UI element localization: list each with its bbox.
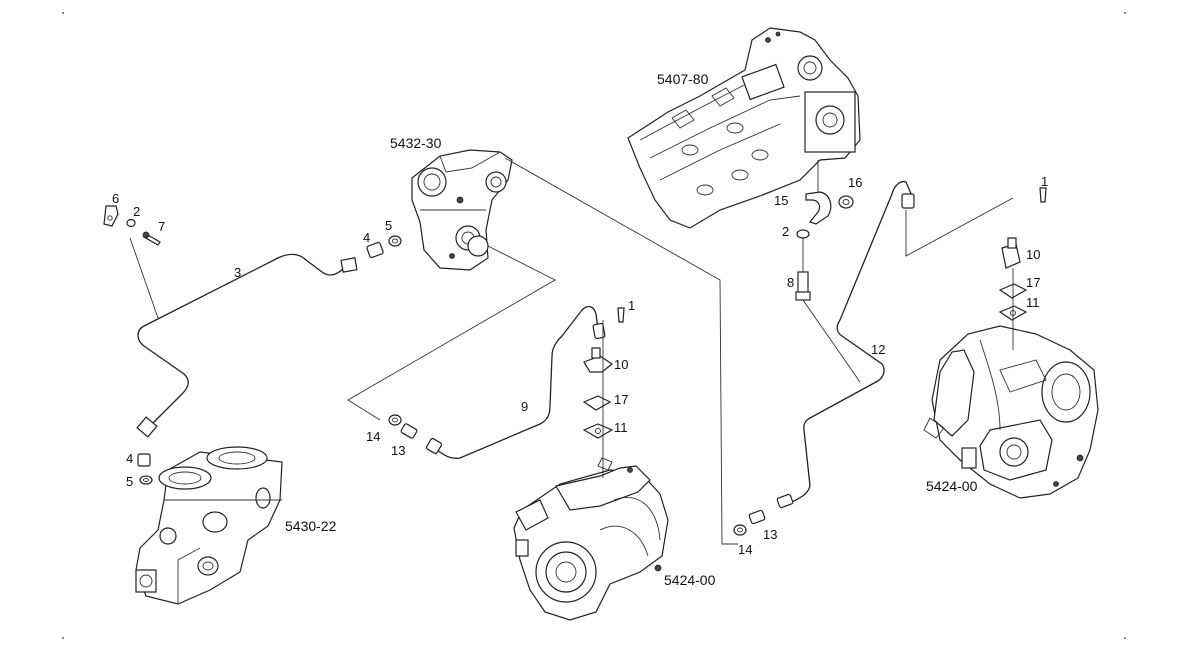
callout-11-center: 11 (614, 420, 628, 435)
callout-1-right: 1 (1041, 174, 1048, 189)
assembly-label-5430-22: 5430-22 (285, 518, 337, 534)
filter-housing-5430-22 (135, 446, 283, 605)
callout-3: 3 (234, 265, 241, 280)
pipe-9 (425, 305, 606, 459)
pipe-3 (136, 253, 358, 438)
stack-1-10-17-11-center (582, 307, 625, 439)
bracket-6-bolt-7 (103, 205, 161, 246)
callout-9: 9 (521, 399, 528, 414)
fittings-13-14-right (733, 509, 766, 536)
callout-15: 15 (774, 193, 788, 208)
callout-5-upper: 5 (385, 218, 392, 233)
assembly-label-5424-00-right: 5424-00 (926, 478, 978, 494)
callout-6: 6 (112, 191, 119, 206)
callout-16: 16 (848, 175, 862, 190)
corner-marks (62, 12, 1126, 639)
callout-11-right: 11 (1026, 295, 1040, 310)
callout-4-lower: 4 (126, 451, 133, 466)
fitting-4-5-left-lower (137, 453, 153, 485)
turbocharger-right-5424-00 (923, 325, 1099, 499)
callout-4-upper: 4 (363, 230, 370, 245)
assembly-label-5424-00-center: 5424-00 (664, 572, 716, 588)
leader-lines (129, 157, 1014, 545)
manifold-5432-30 (411, 149, 513, 271)
fitting-4-5-left-upper (366, 235, 402, 259)
callout-10-right: 10 (1026, 247, 1040, 262)
assembly-label-5407-80: 5407-80 (657, 71, 709, 87)
callout-12: 12 (871, 342, 885, 357)
callout-1-center: 1 (628, 298, 635, 313)
assembly-label-5432-30: 5432-30 (390, 135, 442, 151)
callout-13-right: 13 (763, 527, 777, 542)
callout-5-lower: 5 (126, 474, 133, 489)
fittings-13-14-center (388, 414, 418, 439)
callout-14-right: 14 (738, 542, 752, 557)
callout-17-center: 17 (614, 392, 628, 407)
callout-13-center: 13 (391, 443, 405, 458)
callout-2-right: 2 (782, 224, 789, 239)
clamp-15-16-bolt-8-washer-2 (795, 191, 854, 301)
callout-17-right: 17 (1026, 275, 1040, 290)
callout-14-center: 14 (366, 429, 380, 444)
callout-8: 8 (787, 275, 794, 290)
engine-block-5407-80 (627, 27, 861, 229)
callout-10-center: 10 (614, 357, 628, 372)
pipe-12 (776, 180, 915, 509)
turbocharger-center-5424-00 (513, 457, 669, 621)
callout-2-left: 2 (133, 204, 140, 219)
callout-7: 7 (158, 219, 165, 234)
callout-labels: 6 2 7 3 4 5 4 5 1 10 17 11 9 14 13 16 15… (112, 174, 1048, 557)
